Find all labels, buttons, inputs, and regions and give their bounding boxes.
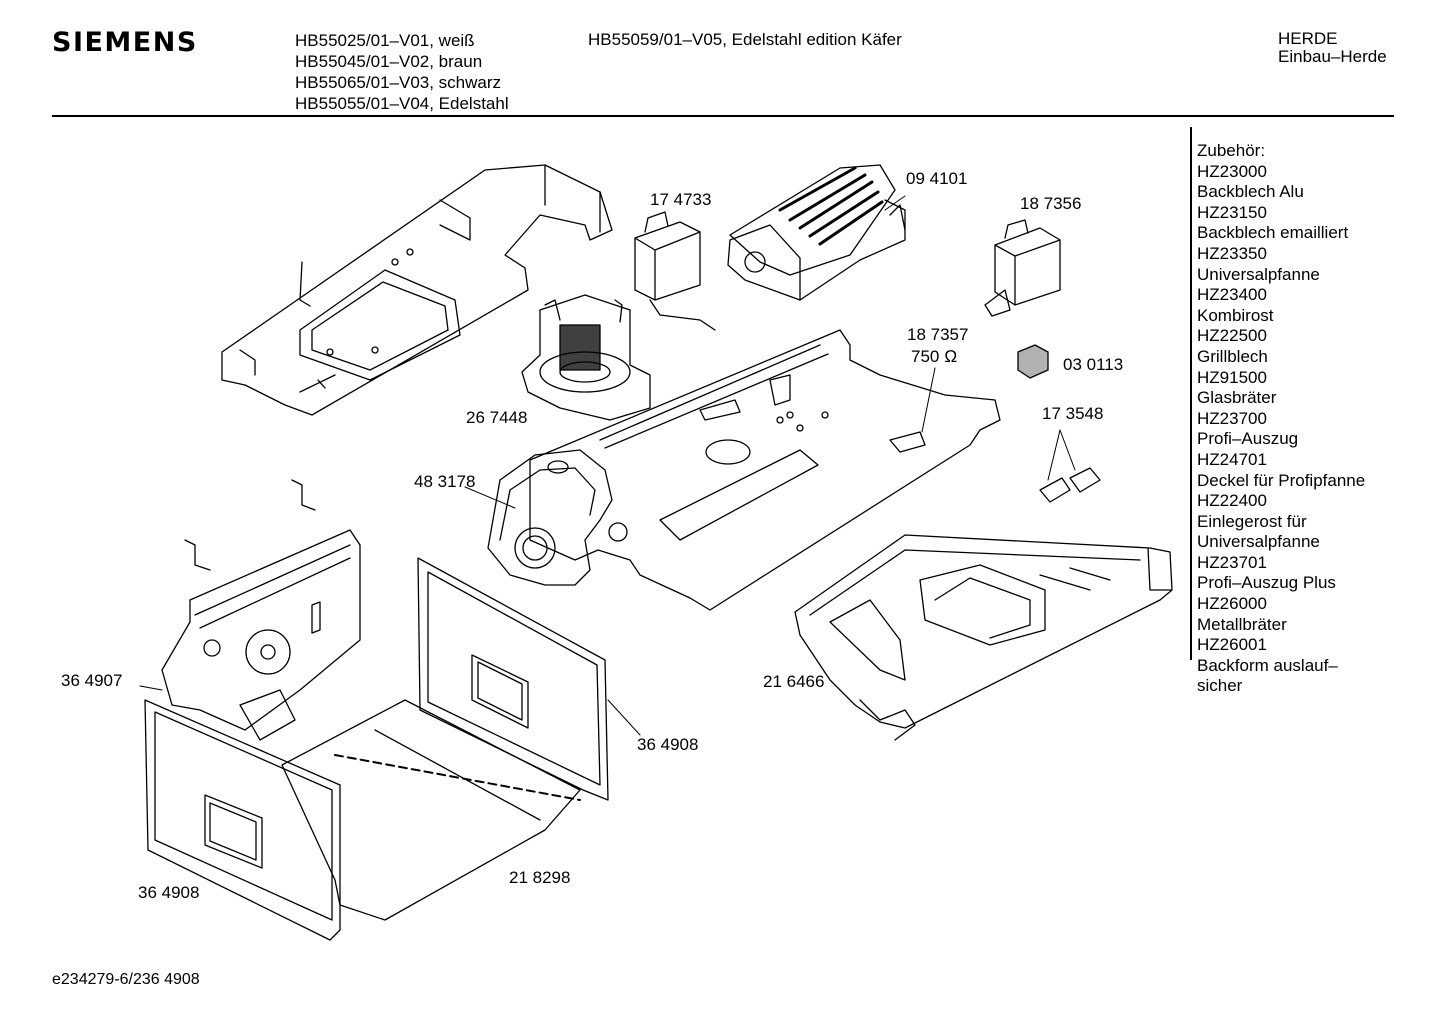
- accessory-item: HZ23150: [1197, 202, 1267, 222]
- accessory-item: HZ23000: [1197, 161, 1267, 181]
- header-divider: [52, 115, 1394, 117]
- part-label-267448: 26 7448: [466, 408, 528, 427]
- accessory-item: Deckel für Profipfanne: [1197, 470, 1366, 490]
- drawing-ref: 36 4908: [141, 971, 200, 988]
- drawing-footer: e234279-6/236 4908: [52, 971, 200, 989]
- model-line: HB55025/01–V01, weiß: [295, 31, 475, 50]
- accessory-item: Universalpfanne: [1197, 532, 1320, 552]
- brand-logo: SIEMENS: [52, 27, 198, 58]
- accessory-item: Backblech Alu: [1197, 182, 1304, 202]
- accessory-item: HZ23350: [1197, 243, 1267, 263]
- accessory-item: HZ23700: [1197, 408, 1267, 428]
- sensor-pair: [1039, 467, 1101, 503]
- accessory-item: HZ22500: [1197, 326, 1267, 346]
- accessory-item: Metallbräter: [1197, 614, 1287, 634]
- oven-floor-tray: [794, 534, 1173, 741]
- part-label-218298: 21 8298: [509, 868, 571, 887]
- accessory-item: HZ24701: [1197, 449, 1267, 469]
- accessory-item: Grillblech: [1197, 346, 1268, 366]
- part-label-187357: 18 7357: [907, 325, 969, 344]
- model-line: HB55065/01–V03, schwarz: [295, 73, 502, 92]
- accessory-item: HZ26001: [1197, 635, 1267, 655]
- leader-lines: [139, 195, 1076, 736]
- accessory-item: Glasbräter: [1197, 388, 1277, 408]
- accessories-divider: [1190, 127, 1192, 660]
- drawing-id: e234279-6/2: [52, 971, 142, 988]
- fan-motor: [521, 294, 651, 421]
- accessory-item: Backblech emailliert: [1197, 223, 1349, 243]
- accessory-item: HZ26000: [1197, 594, 1267, 614]
- part-value-750-ohm: 750 Ω: [911, 347, 958, 366]
- model-line-extra: HB55059/01–V05, Edelstahl edition Käfer: [588, 30, 902, 49]
- part-label-173548: 17 3548: [1042, 404, 1104, 423]
- accessory-item: sicher: [1197, 676, 1243, 696]
- accessory-item: Kombirost: [1197, 305, 1274, 325]
- transformer-left: [634, 211, 716, 331]
- part-label-030113: 03 0113: [1063, 355, 1124, 374]
- small-switch-part: [1017, 344, 1049, 379]
- model-list: HB55025/01–V01, weiß HB55045/01–V02, bra…: [295, 30, 509, 114]
- part-label-364908-right: 36 4908: [637, 735, 699, 754]
- accessories-list: Zubehör: HZ23000 Backblech Alu HZ23150 B…: [1197, 141, 1365, 697]
- part-label-094101: 09 4101: [906, 169, 968, 188]
- accessory-item: Profi–Auszug: [1197, 429, 1299, 449]
- accessory-item: HZ22400: [1197, 491, 1267, 511]
- part-label-187356: 18 7356: [1020, 194, 1082, 213]
- category-subtitle: Einbau–Herde: [1278, 47, 1387, 66]
- category-title: HERDE: [1278, 29, 1338, 48]
- oven-inner-floor: [281, 699, 581, 921]
- model-line: HB55055/01–V04, Edelstahl: [295, 94, 509, 113]
- part-label-174733: 17 4733: [650, 190, 712, 209]
- accessory-item: Einlegerost für: [1197, 511, 1307, 531]
- tangential-fan: [727, 164, 906, 301]
- transformer-right: [984, 219, 1061, 317]
- part-label-364908-bottom: 36 4908: [138, 883, 200, 902]
- top-mounting-bracket: [221, 164, 613, 416]
- part-label-364907: 36 4907: [61, 671, 123, 690]
- model-line: HB55045/01–V02, braun: [295, 52, 483, 71]
- part-label-483178: 48 3178: [414, 472, 476, 491]
- accessory-item: HZ23400: [1197, 285, 1267, 305]
- fan-housing: [487, 449, 628, 586]
- accessory-item: HZ91500: [1197, 367, 1267, 387]
- front-panel-bottom: [144, 699, 341, 941]
- back-panel-right: [417, 557, 609, 801]
- accessory-item: Backform auslauf–: [1197, 655, 1338, 675]
- accessories-title: Zubehör:: [1197, 141, 1266, 160]
- accessory-item: Universalpfanne: [1197, 264, 1320, 284]
- part-label-216466: 21 6466: [763, 672, 825, 691]
- accessory-item: Profi–Auszug Plus: [1197, 573, 1336, 593]
- accessory-item: HZ23701: [1197, 552, 1267, 572]
- side-wall-left: [161, 479, 361, 741]
- category-block: HERDE Einbau–Herde: [1278, 30, 1387, 66]
- main-base-plate: [529, 329, 1001, 611]
